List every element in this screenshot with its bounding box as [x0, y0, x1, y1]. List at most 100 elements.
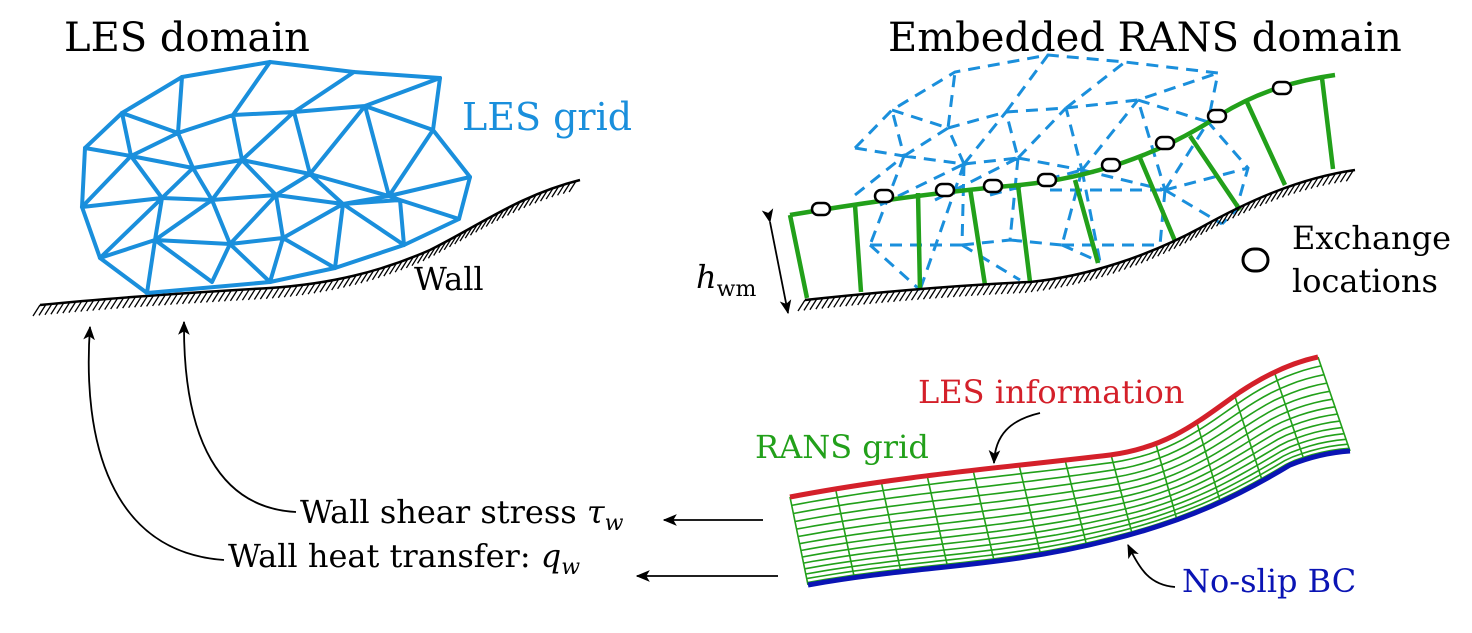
wall-label: Wall: [414, 260, 484, 298]
rans-grid-label: RANS grid: [755, 428, 929, 466]
hatch-mark: [122, 296, 131, 309]
hatch-mark: [898, 289, 908, 302]
no-slip-boundary: [807, 448, 1351, 588]
hatch-mark: [253, 288, 262, 300]
hatch-mark: [271, 286, 280, 299]
hatch-mark: [821, 297, 830, 309]
hatch-mark: [377, 266, 386, 279]
no-slip-arrow: [1127, 543, 1176, 588]
hatch-mark: [916, 288, 926, 301]
rans-grid-column: [972, 470, 996, 562]
rans-grid-column: [789, 496, 809, 586]
hatch-mark: [158, 294, 167, 306]
hatch-mark: [1276, 188, 1285, 200]
exchange-location-marker: [1206, 108, 1228, 124]
hatch-mark: [205, 291, 215, 303]
hwm-symbol: h: [696, 258, 717, 296]
hatch-mark: [994, 283, 1003, 295]
hatch-mark: [857, 293, 866, 306]
hatch-mark: [301, 283, 310, 296]
rans-grid-column: [1233, 395, 1264, 482]
hatch-mark: [86, 299, 95, 312]
hatch-mark: [881, 291, 890, 304]
hatch-mark: [869, 292, 878, 305]
hatch-mark: [928, 287, 937, 300]
hatch-mark: [400, 258, 409, 271]
hatch-mark: [74, 300, 83, 313]
exchange-location-marker: [1036, 172, 1058, 188]
hatch-mark: [1293, 182, 1302, 194]
hatch-mark: [62, 301, 71, 314]
exchange-location-marker: [1100, 157, 1122, 173]
hatch-mark: [875, 291, 884, 304]
hatch-mark: [863, 293, 872, 305]
hatch-mark: [1322, 174, 1331, 187]
hatch-mark: [1118, 260, 1127, 272]
hatch-mark: [904, 289, 914, 302]
hatch-mark: [383, 264, 392, 277]
shear-to-wall-arrow: [178, 320, 297, 513]
heat-subscript: w: [561, 555, 580, 580]
les-grid: [80, 60, 472, 295]
hatch-mark: [982, 283, 991, 296]
hatch-mark: [223, 289, 232, 302]
hatch-mark: [845, 294, 854, 307]
hatch-mark: [1060, 275, 1069, 288]
hatch-mark: [910, 288, 920, 301]
exchange-location-marker: [810, 201, 832, 217]
hatch-mark: [38, 304, 47, 316]
les-grid-dashed-boundary: [853, 53, 1250, 226]
hatch-mark: [163, 293, 173, 306]
hatch-mark: [1018, 281, 1027, 294]
hatch-mark: [134, 295, 143, 308]
hatch-mark: [809, 298, 818, 311]
hatch-mark: [1265, 192, 1274, 205]
hatch-mark: [851, 294, 860, 306]
hatch-mark: [1066, 274, 1075, 287]
les-information-arrow: [988, 412, 1041, 465]
hatch-mark: [922, 287, 931, 300]
exchange-location-marker: [934, 182, 956, 198]
les-grid-edges: [80, 60, 472, 295]
wall-left: [39, 178, 581, 307]
hatch-mark: [1281, 186, 1290, 198]
hatch-mark: [568, 180, 577, 193]
les-grid-boundary: [80, 60, 472, 295]
hatch-mark: [1083, 270, 1092, 283]
hatch-mark: [1095, 267, 1104, 280]
hatch-mark: [371, 268, 380, 281]
hatch-mark: [1077, 272, 1086, 284]
hatch-mark: [887, 290, 896, 303]
rans-grid-column: [1110, 454, 1134, 535]
hatch-mark: [175, 292, 185, 305]
hatch-mark: [411, 254, 420, 267]
hatch-mark: [827, 296, 836, 309]
hatch-mark: [181, 292, 191, 305]
hatch-mark: [342, 276, 352, 288]
hatch-mark: [1000, 282, 1009, 295]
hatch-mark: [140, 295, 149, 308]
hatch-mark: [128, 296, 137, 309]
hatch-mark: [545, 187, 554, 200]
hatch-mark: [354, 273, 363, 286]
hatch-mark: [797, 299, 806, 312]
heat-symbol: q: [541, 537, 561, 575]
wall-heat-transfer-label: Wall heat transfer: qw: [228, 537, 580, 580]
hatch-mark: [360, 271, 369, 284]
les-grid-dashed: [853, 53, 1250, 292]
hatch-mark: [1339, 170, 1348, 183]
hatch-mark: [946, 286, 955, 298]
rans-grid-column: [1064, 459, 1088, 546]
hatch-mark: [313, 281, 322, 294]
hatch-mark: [152, 294, 161, 307]
heat-to-wall-arrow: [83, 325, 225, 561]
hatch-mark: [988, 283, 997, 296]
hatch-mark: [116, 297, 125, 309]
hatch-mark: [1042, 279, 1051, 291]
les-information-label: LES information: [918, 373, 1184, 411]
hatch-mark: [337, 277, 346, 290]
hatch-mark: [1112, 262, 1121, 274]
wall-shear-stress-text: Wall shear stress: [300, 493, 587, 531]
exchange-location-marker: [873, 188, 895, 204]
hatch-mark: [1048, 278, 1057, 290]
